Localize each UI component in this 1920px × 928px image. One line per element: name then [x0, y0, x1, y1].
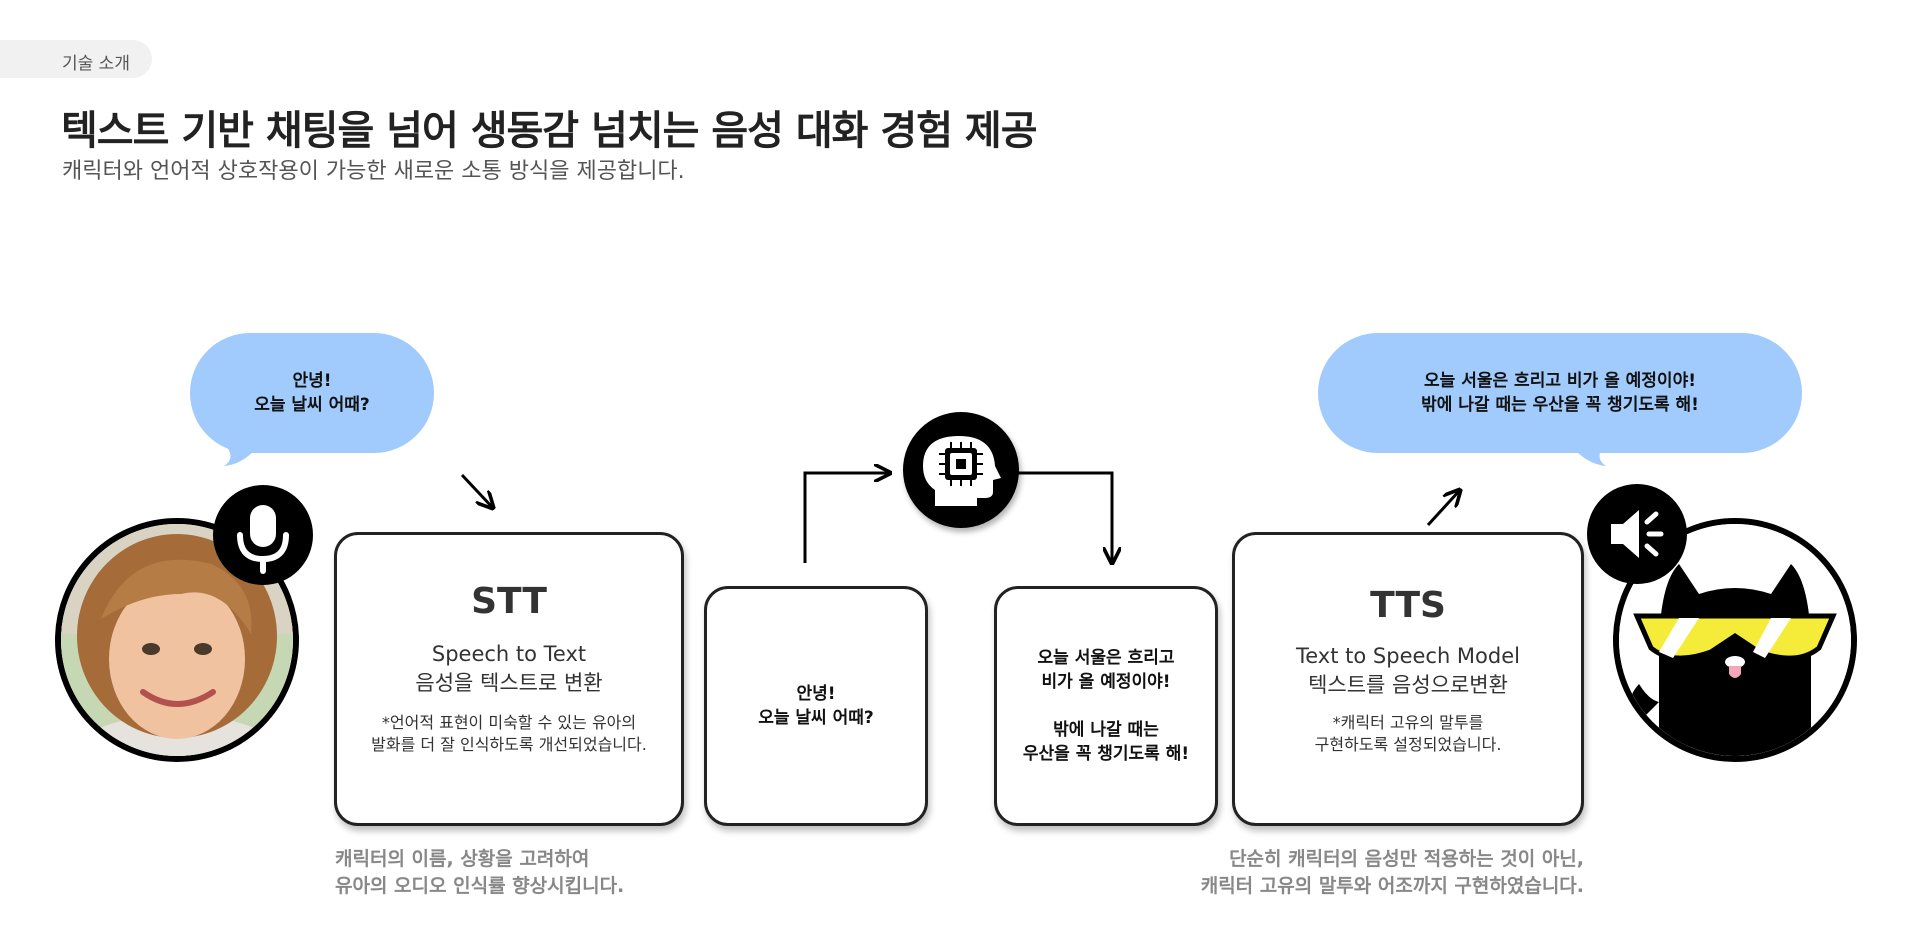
caption-line: 유아의 오디오 인식률 향상시킵니다. [335, 875, 625, 897]
user-speech-bubble: 안녕! 오늘 날씨 어때? [190, 333, 434, 453]
output-text-card: 오늘 서울은 흐리고 비가 올 예정이야! 밖에 나갈 때는 우산을 꼭 챙기도… [994, 586, 1218, 826]
character-bubble-tail [1572, 446, 1606, 466]
output-text-line: 밖에 나갈 때는 [1053, 720, 1159, 740]
ai-head-chip-icon [923, 436, 1001, 506]
tts-subtitle-line: 텍스트를 음성으로변환 [1308, 673, 1508, 697]
bubble-line: 밖에 나갈 때는 우산을 꼭 챙기도록 해! [1421, 395, 1699, 415]
section-tag-pill [0, 40, 152, 78]
speaker-badge [1587, 484, 1687, 584]
stt-note-line: *언어적 표현이 미숙할 수 있는 유아의 [381, 713, 637, 732]
page-subtitle: 캐릭터와 언어적 상호작용이 가능한 새로운 소통 방식을 제공합니다. [62, 159, 685, 184]
tts-card: TTS Text to Speech Model 텍스트를 음성으로변환 *캐릭… [1232, 532, 1584, 826]
input-text-line: 안녕! [796, 684, 836, 704]
arrow-tts-to-bubble [1426, 490, 1460, 527]
stt-title: STT [471, 581, 547, 622]
bubble-line: 오늘 서울은 흐리고 비가 올 예정이야! [1424, 371, 1696, 391]
arrow-input-to-ai [803, 473, 890, 563]
arrow-ai-to-output [1018, 471, 1112, 563]
tts-note-line: 구현하도록 설정되었습니다. [1314, 735, 1502, 754]
caption-line: 단순히 캐릭터의 음성만 적용하는 것이 아닌, [1229, 848, 1584, 870]
microphone-icon [237, 505, 289, 574]
stt-subtitle-line: 음성을 텍스트로 변환 [415, 671, 603, 695]
bubble-line: 오늘 날씨 어때? [254, 395, 370, 415]
tts-title: TTS [1370, 585, 1446, 626]
tts-note-line: *캐릭터 고유의 말투를 [1332, 713, 1484, 732]
character-speech-bubble: 오늘 서울은 흐리고 비가 올 예정이야! 밖에 나갈 때는 우산을 꼭 챙기도… [1318, 333, 1802, 453]
input-text-line: 오늘 날씨 어때? [758, 708, 874, 728]
caption-left: 캐릭터의 이름, 상황을 고려하여 유아의 오디오 인식률 향상시킵니다. [335, 846, 624, 900]
character-avatar [1613, 518, 1857, 762]
caption-line: 캐릭터의 이름, 상황을 고려하여 [335, 848, 590, 870]
user-bubble-tail [224, 446, 258, 466]
caption-right: 단순히 캐릭터의 음성만 적용하는 것이 아닌, 캐릭터 고유의 말투와 어조까… [1201, 846, 1584, 900]
arrow-bubble-to-stt [460, 473, 493, 508]
ai-model-badge [903, 412, 1019, 528]
page-title: 텍스트 기반 채팅을 넘어 생동감 넘치는 음성 대화 경험 제공 [61, 108, 1038, 154]
section-tag: 기술 소개 [62, 54, 130, 74]
tts-subtitle-line: Text to Speech Model [1296, 644, 1520, 668]
input-text-card: 안녕! 오늘 날씨 어때? [704, 586, 928, 826]
cat-character-illustration [1619, 524, 1851, 756]
caption-line: 캐릭터 고유의 말투와 어조까지 구현하였습니다. [1200, 875, 1584, 897]
speaker-icon [1611, 510, 1664, 558]
stt-card: STT Speech to Text 음성을 텍스트로 변환 *언어적 표현이 … [334, 532, 684, 826]
output-text-line: 우산을 꼭 챙기도록 해! [1022, 744, 1190, 764]
output-text-line: 오늘 서울은 흐리고 [1037, 648, 1175, 668]
stt-note-line: 발화를 더 잘 인식하도록 개선되었습니다. [371, 735, 647, 754]
bubble-line: 안녕! [292, 371, 332, 391]
stt-subtitle-line: Speech to Text [431, 642, 587, 666]
output-text-line: 비가 올 예정이야! [1041, 672, 1171, 692]
microphone-badge [213, 485, 313, 585]
output-text-spacer [1023, 694, 1189, 718]
